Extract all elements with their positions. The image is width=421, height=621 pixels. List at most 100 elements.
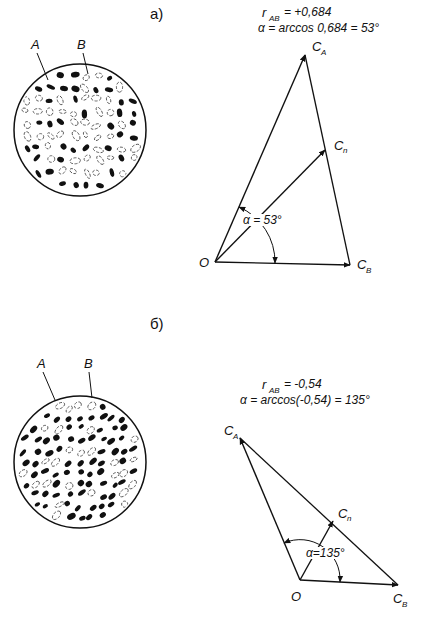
dark-grain [99,493,108,501]
angle-arc [284,540,340,582]
dark-grain [76,479,85,488]
light-grain [117,147,126,153]
dark-grain [96,467,106,476]
light-grain [59,109,67,114]
vector-subscript: B [402,601,407,609]
light-grain [107,156,114,160]
dark-grain [129,467,138,475]
dark-grain [20,434,30,442]
dark-grain [65,423,73,431]
dark-grain [56,156,64,163]
dark-grain [116,130,125,138]
light-grain [55,401,66,410]
light-grain [83,131,89,138]
dark-grain [99,412,109,421]
dark-grain [42,436,52,446]
vector-subscript: A [233,433,238,441]
dark-grain [110,446,120,456]
dark-grain [70,147,77,154]
dark-grain [55,445,63,453]
light-grain [116,82,122,92]
dark-grain [67,435,75,442]
dark-grain [78,468,85,475]
dark-grain [106,75,113,81]
light-grain [45,142,51,149]
light-grain [130,153,138,161]
light-grain [46,132,55,141]
dark-grain [99,511,107,519]
leader-line [89,372,92,398]
dark-grain [73,181,80,189]
light-grain [35,95,43,102]
dark-grain [97,448,106,455]
light-grain [121,500,129,508]
dark-grain [118,435,125,442]
vector-label: C [393,592,402,605]
vector-label: C [334,139,343,152]
dark-grain [88,414,96,421]
dark-grain [86,471,94,478]
light-grain [95,106,104,117]
light-grain [55,130,64,139]
dark-grain [109,168,115,178]
vector [215,262,350,265]
dark-grain [63,469,71,476]
formula-text: α = arccos 0,684 = 53° [258,22,379,34]
dark-grain [107,501,115,509]
light-grain [58,166,68,176]
light-grain [86,446,97,457]
dark-grain [88,456,98,466]
light-grain [33,108,42,114]
dark-grain [89,504,98,512]
light-grain [18,468,29,478]
light-grain [69,168,77,175]
light-grain [69,117,79,126]
phase-grains [21,71,142,189]
dark-grain [41,489,50,498]
origin-label: O [291,590,301,603]
dark-grain [34,85,43,92]
angle-label: α=135° [306,547,345,559]
light-grain [31,480,41,489]
light-grain [86,400,97,411]
dark-grain [59,181,67,187]
leader-line [83,53,88,74]
dark-grain [117,154,125,163]
dark-grain [99,480,107,487]
triangle-side [240,438,398,585]
origin-label: O [199,256,209,269]
dark-grain [21,458,31,467]
light-grain [130,435,139,444]
dark-grain [76,415,83,422]
light-grain [87,488,96,497]
light-grain [127,479,138,490]
dark-grain [97,459,106,467]
light-grain [120,171,126,177]
phase-label: A [31,38,40,51]
dark-grain [120,448,128,456]
dark-grain [53,415,61,423]
light-grain [110,458,120,467]
dark-grain [47,120,54,128]
light-grain [95,73,103,79]
vector-label: C [357,258,366,271]
light-grain [41,478,52,488]
vector-subscript: n [343,147,347,155]
dark-grain [104,87,113,93]
dark-grain [23,482,31,489]
dark-grain [31,489,40,496]
leader-line [37,53,48,80]
light-grain [41,458,50,466]
dark-grain [117,478,126,486]
dark-grain [66,512,77,522]
dark-grain [131,111,136,118]
dark-grain [106,121,115,130]
light-grain [95,155,105,166]
dark-grain [65,415,73,423]
dark-grain [129,119,137,126]
light-grain [129,143,142,154]
dark-grain [45,168,54,175]
formula-value: = -0,54 [284,378,322,390]
triangle-side [305,55,350,265]
